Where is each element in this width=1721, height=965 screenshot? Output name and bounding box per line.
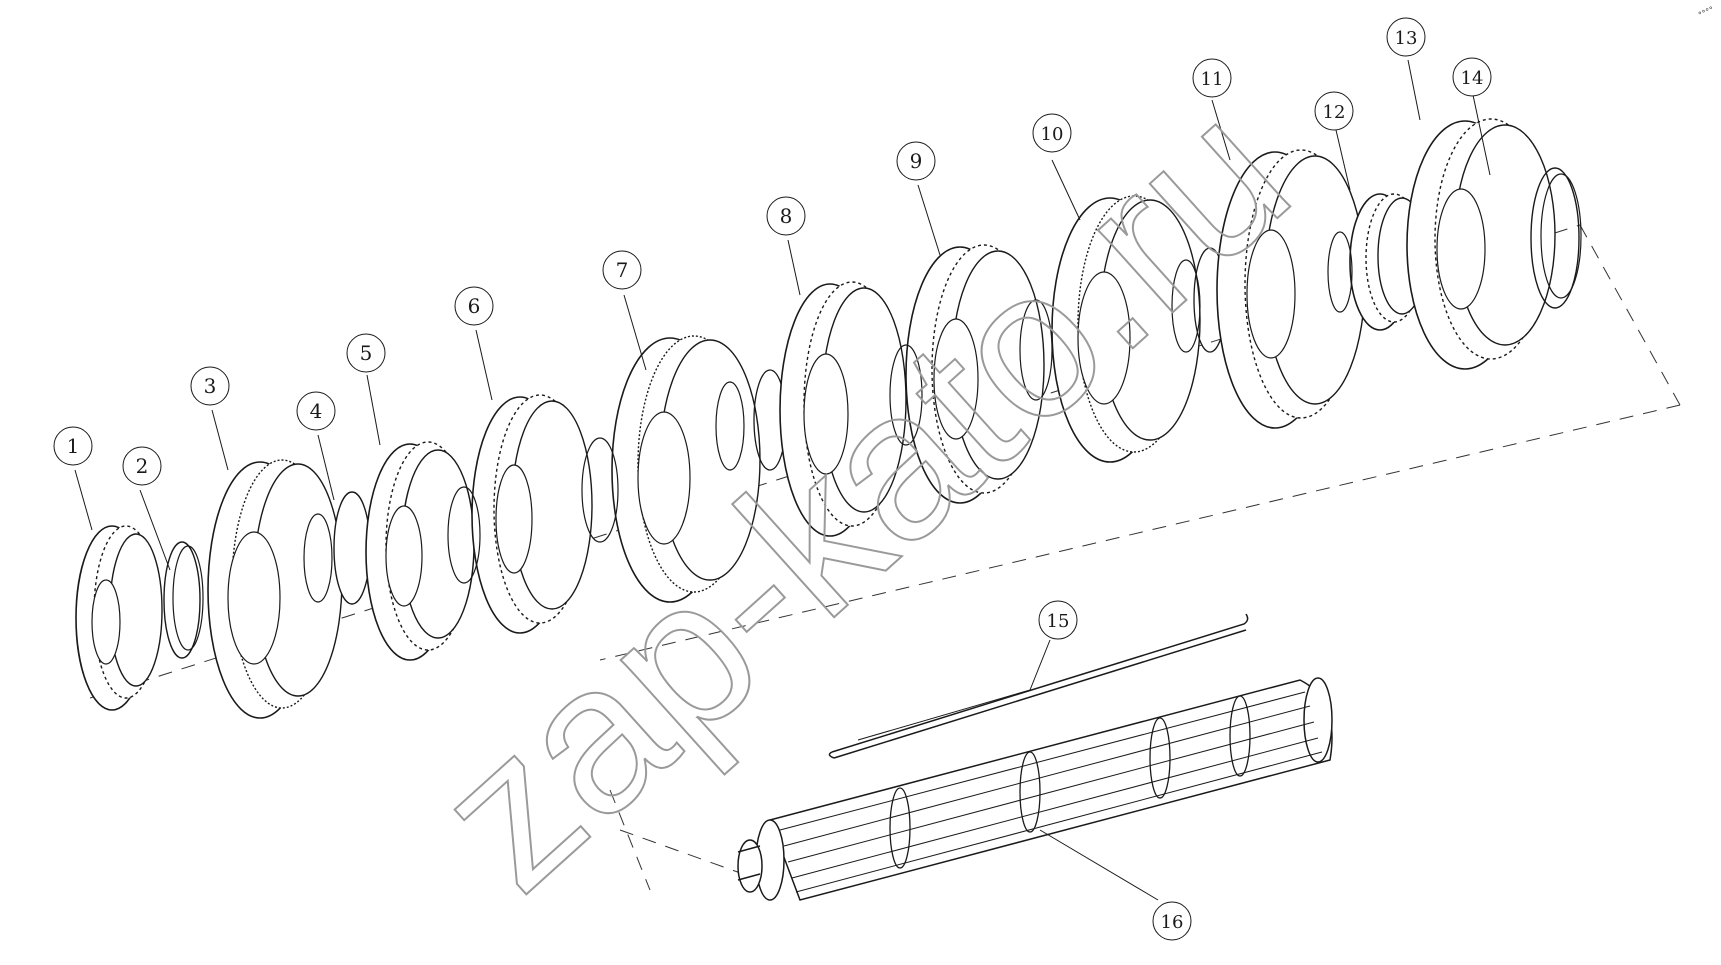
part-2-snap-ring [163, 541, 204, 659]
part-9-gear [889, 244, 1045, 504]
callout-label-14: 14 [1461, 68, 1484, 89]
callout-label-13: 13 [1395, 28, 1418, 49]
part-5-gear [365, 441, 475, 661]
part-10-synchronizer [1019, 195, 1201, 463]
callout-label-5: 5 [360, 341, 373, 365]
callout-label-16: 16 [1161, 912, 1184, 933]
part-14-snap-ring [1530, 167, 1582, 309]
callout-label-12: 12 [1323, 102, 1346, 123]
part-6-gear [447, 394, 593, 634]
part-7-synchronizer [581, 335, 761, 603]
part-1-gear [75, 525, 163, 711]
callout-label-2: 2 [136, 454, 149, 478]
leader-lines [74, 59, 1491, 901]
part-15-rod [828, 613, 1249, 759]
callout-label-4: 4 [310, 399, 323, 423]
callout-circles [53, 17, 1492, 941]
callout-label-8: 8 [780, 204, 793, 228]
part-3-synchronizer [207, 459, 343, 719]
callout-label-9: 9 [910, 149, 923, 173]
callout-label-7: 7 [616, 258, 629, 282]
callout-label-6: 6 [468, 294, 481, 318]
callout-label-1: 1 [67, 434, 80, 458]
callout-label-3: 3 [204, 374, 217, 398]
callout-label-11: 11 [1201, 69, 1224, 90]
callout-label-10: 10 [1041, 124, 1064, 145]
part-16-main-shaft [737, 677, 1333, 901]
part-13-gear [1406, 118, 1556, 370]
corner-mark: °°°° [1697, 5, 1715, 20]
callout-label-15: 15 [1047, 611, 1070, 632]
part-11-gear [1216, 149, 1366, 429]
part-8-gear [779, 281, 907, 537]
